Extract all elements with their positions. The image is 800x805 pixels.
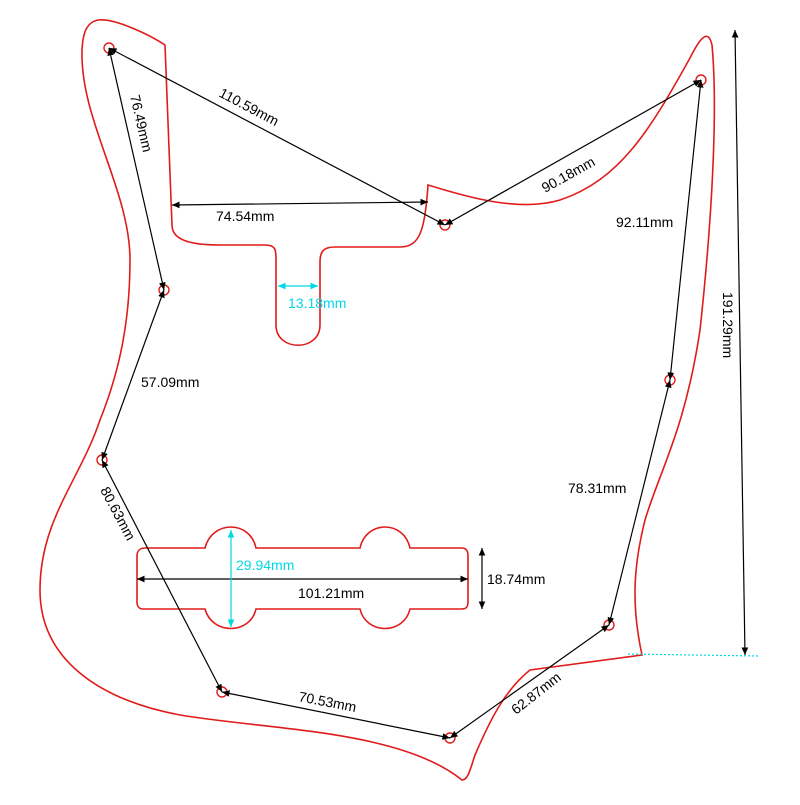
dim-line-76-49 <box>107 47 166 291</box>
dim-line-57-09 <box>101 289 165 461</box>
label-80-63: 80.63mm <box>97 484 139 543</box>
label-18-74: 18.74mm <box>487 571 545 587</box>
label-70-53: 70.53mm <box>297 688 357 715</box>
label-191-29: 191.29mm <box>720 292 736 358</box>
dim-line-80-63 <box>101 459 223 693</box>
dim-line-110-59 <box>108 47 446 226</box>
dim-line-78-31 <box>607 379 672 626</box>
screw-holes <box>96 42 707 744</box>
dim-line-90-18 <box>444 79 702 226</box>
pickup-cavity <box>136 526 469 630</box>
dimension-lines <box>101 29 749 740</box>
baseline-dotted <box>627 653 759 657</box>
label-90-18: 90.18mm <box>539 153 598 195</box>
dim-line-191-29 <box>731 29 749 656</box>
label-62-87: 62.87mm <box>508 669 564 718</box>
label-74-54: 74.54mm <box>216 208 274 224</box>
label-101-21: 101.21mm <box>298 585 364 601</box>
dim-line-92-11 <box>667 79 704 381</box>
label-78-31: 78.31mm <box>568 480 626 496</box>
label-29-94: 29.94mm <box>236 557 294 573</box>
label-13-18: 13.18mm <box>288 295 346 311</box>
accent-dimension-lines <box>227 282 759 657</box>
dim-line-74-54 <box>171 198 429 209</box>
label-57-09: 57.09mm <box>141 374 199 390</box>
dim-line-70-53 <box>221 690 451 740</box>
dim-line-62-87 <box>449 624 610 739</box>
label-92-11: 92.11mm <box>616 214 673 230</box>
